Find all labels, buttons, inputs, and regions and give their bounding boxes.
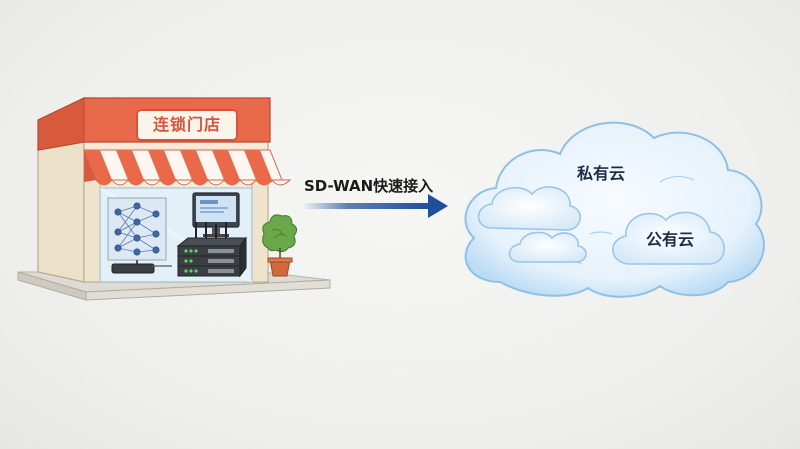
- public-cloud-label: 公有云: [646, 230, 695, 249]
- neural-network-icon: [107, 197, 172, 274]
- router-icon: [176, 222, 247, 278]
- public-cloud-shape: [612, 211, 725, 265]
- plant-icon: [262, 214, 298, 277]
- private-cloud-label: 私有云: [577, 164, 626, 183]
- awning: [83, 149, 292, 186]
- storefront-icon: [17, 97, 331, 301]
- sdwan-arrow: [302, 194, 448, 218]
- cloud-icon: [464, 121, 765, 298]
- store-sign-board: [136, 109, 238, 141]
- sdwan-label: SD-WAN快速接入: [304, 177, 434, 195]
- store-sign-label: 连锁门店: [152, 115, 221, 134]
